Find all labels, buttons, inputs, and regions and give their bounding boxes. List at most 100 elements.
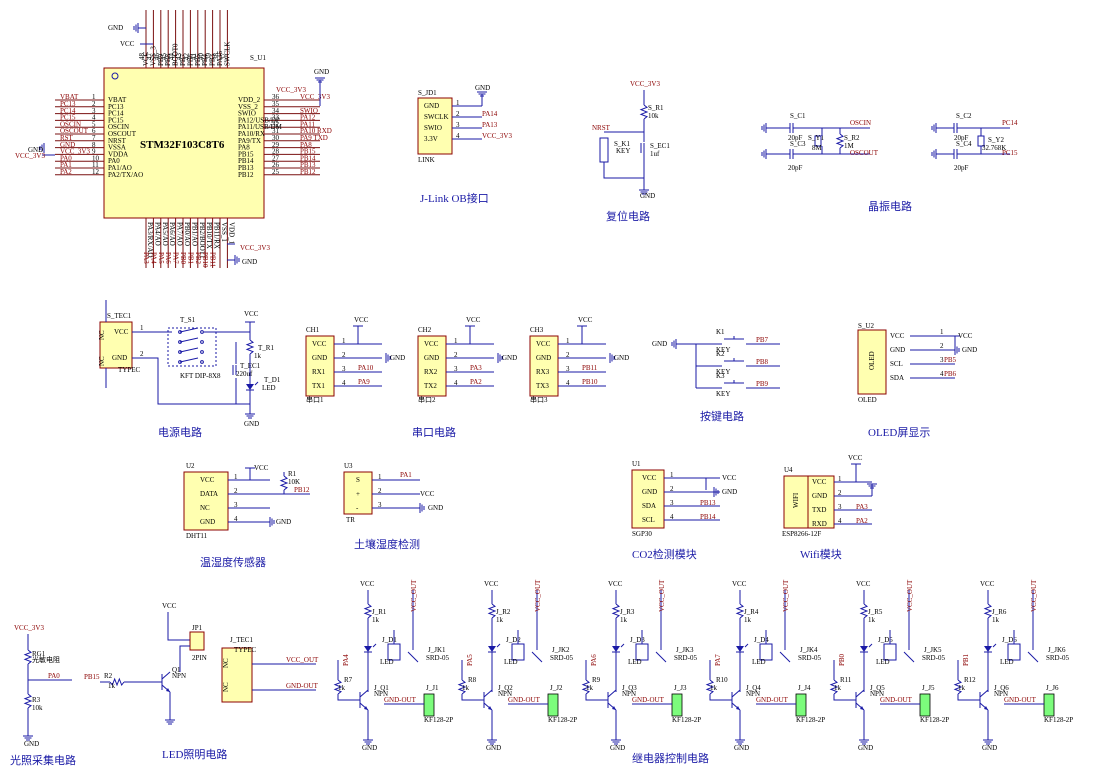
relay-j-val: KF128-2P xyxy=(424,716,453,724)
mcu-bottom-net: PB2 xyxy=(194,252,202,265)
crystal-y1-val: 8M xyxy=(812,144,823,152)
power-switch-ref: T_S1 xyxy=(180,316,196,324)
mcu-vdd2-net: VCC_3V3 xyxy=(276,86,306,94)
mcu-right-num: 33 xyxy=(272,114,280,122)
led-net: PB15 xyxy=(84,673,100,681)
resistor xyxy=(457,679,467,695)
relay-led: LED xyxy=(876,658,890,666)
dht-pin-num: 3 xyxy=(234,501,238,509)
relay-q-ref: J_Q2 xyxy=(498,684,513,692)
sgp30-body xyxy=(631,469,665,529)
co2-pin-name: GND xyxy=(642,488,657,496)
mcu-top-name: PB8 xyxy=(164,53,172,66)
ground-symbol xyxy=(497,353,503,363)
wire xyxy=(709,694,732,701)
wire xyxy=(132,357,236,405)
uart-vcc-label: VCC xyxy=(466,316,481,324)
resistor xyxy=(835,133,845,149)
mcu-left-num: 1 xyxy=(92,93,96,101)
terminal-block-icon xyxy=(795,693,807,717)
relay-r2-val: 1k xyxy=(586,684,594,692)
uart-header-body xyxy=(529,335,559,397)
key-val: KEY xyxy=(716,390,730,398)
wifi-net: PA2 xyxy=(856,517,868,525)
relay-contact-icon xyxy=(1027,651,1039,663)
relay-net: PA5 xyxy=(466,654,474,666)
uart-pin-name: RX1 xyxy=(312,368,326,376)
power-typec-body xyxy=(99,321,133,369)
wire xyxy=(585,694,608,701)
uart-vcc-label: VCC xyxy=(354,316,369,324)
soil-part: TR xyxy=(346,516,355,524)
mcu-right-num: 30 xyxy=(272,134,280,142)
ground-symbol xyxy=(245,413,255,419)
ground-symbol xyxy=(419,503,425,513)
light-rg-ref: RG1 xyxy=(32,650,46,658)
npn-transistor xyxy=(731,689,741,711)
relay-vout: VCC_OUT xyxy=(410,579,418,612)
power-switch-val: KFT DIP-8X8 xyxy=(180,372,221,380)
relay-j-val: KF128-2P xyxy=(796,716,825,724)
gnd-label: GND xyxy=(614,354,629,362)
ground-symbol xyxy=(611,739,621,745)
uart-pin-num: 4 xyxy=(342,379,346,387)
relay-led: LED xyxy=(752,658,766,666)
power-vcc-net: VCC xyxy=(244,310,259,318)
jp1-header-body xyxy=(189,631,205,651)
mcu-top-num: 39 xyxy=(205,53,213,61)
mcu-right-net: PB14 xyxy=(300,154,316,162)
relay-r1-val: 1k xyxy=(620,616,628,624)
keys-caption: 按键电路 xyxy=(700,409,744,423)
jlink-pin-name: 3.3V xyxy=(424,135,438,143)
q-ref: Q1 xyxy=(172,666,181,674)
relay-r2-val: 1k xyxy=(834,684,842,692)
switch-contact xyxy=(179,327,199,333)
wire xyxy=(957,694,980,701)
jp-val: 2PIN xyxy=(192,654,207,662)
pin-num: 2 xyxy=(140,350,144,358)
mcu-ref: S_U1 xyxy=(250,54,266,62)
light-caption: 光照采集电路 xyxy=(10,753,76,767)
jlink-pin-num: 1 xyxy=(456,99,460,107)
dht11-body xyxy=(183,471,229,531)
gnd-label: GND xyxy=(652,340,667,348)
mcu-right-name: PA11/USB/DM xyxy=(238,123,283,131)
mcu-top-name: SWCLK xyxy=(223,42,231,67)
relay-k-ref: J_JK2 xyxy=(552,646,570,654)
uart-pin-num: 1 xyxy=(454,337,458,345)
wire xyxy=(337,694,360,701)
relay-vcc: VCC xyxy=(732,580,747,588)
mcu-left-net: PC14 xyxy=(60,107,76,115)
wifi-pin-name: TXD xyxy=(812,506,826,514)
mcu-top-num: 46 xyxy=(153,53,161,61)
mcu-right-net: PA9 TXD xyxy=(300,134,328,142)
reset-sw-ref: S_K1 xyxy=(614,140,630,148)
wifi-net: PA3 xyxy=(856,503,868,511)
uart-ref: CH3 xyxy=(530,326,544,334)
mcu-bottom-name: PA5/AO xyxy=(161,222,169,246)
relay-j-val: KF128-2P xyxy=(548,716,577,724)
ground-symbol xyxy=(735,739,745,745)
relay-net: PB1 xyxy=(962,653,970,666)
mcu-left-num: 5 xyxy=(92,120,96,128)
npn-transistor xyxy=(855,689,865,711)
mcu-left-name: VBAT xyxy=(108,96,127,104)
uart-pin-num: 4 xyxy=(454,379,458,387)
wire xyxy=(676,343,697,388)
relay-r1-ref: J_R3 xyxy=(620,608,635,616)
mcu-right-num: 34 xyxy=(272,107,280,115)
gnd-label: GND xyxy=(362,744,377,752)
relay-model: SRD-05 xyxy=(1046,654,1069,662)
gnd-label: GND xyxy=(640,192,655,200)
relay-d-ref: J_D4 xyxy=(754,636,769,644)
led-icon xyxy=(246,381,259,391)
relay-model: SRD-05 xyxy=(550,654,573,662)
relay-vout: VCC_OUT xyxy=(658,579,666,612)
mcu-bottom-name: PB2/BOOT1 xyxy=(198,222,206,259)
ground-symbol xyxy=(477,91,487,97)
gnd-label: GND xyxy=(242,258,257,266)
relay-j-ref: J_J2 xyxy=(550,684,563,692)
relay-r1-val: 1k xyxy=(744,616,752,624)
dht-pin-name: GND xyxy=(200,518,215,526)
relay-q-val: NPN xyxy=(994,690,1008,698)
